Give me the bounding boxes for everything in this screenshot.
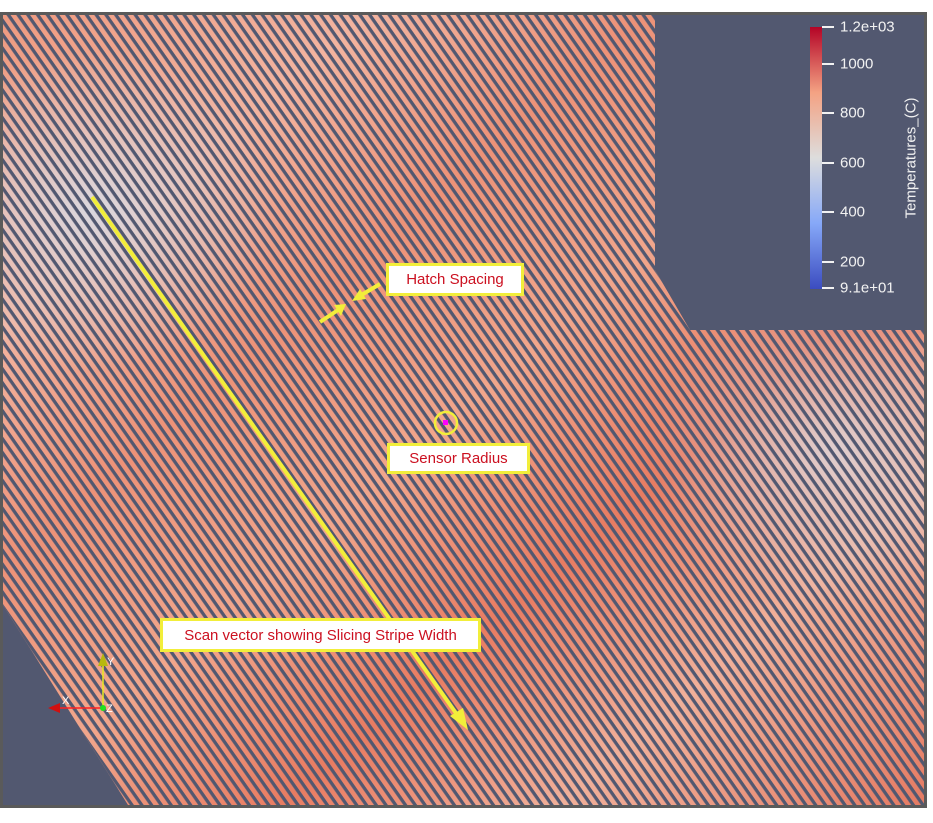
colorbar-tick [822,112,834,114]
colorbar-label: 1000 [840,55,874,73]
colorbar-label: 600 [840,154,866,172]
colorbar-tick [822,261,834,263]
colorbar-label-min: 9.1e+01 [840,279,895,297]
orientation-axes: X Y Z [48,653,115,715]
scan-vector-callout: Scan vector showing Slicing Stripe Width [160,618,481,652]
axis-z-label: Z [106,703,113,715]
colorbar-title: Temperatures_(C) [902,97,920,219]
sensor-radius-callout: Sensor Radius [387,443,530,474]
colorbar-tick [822,211,834,213]
colorbar-label: 200 [840,253,866,271]
colorbar-label: 400 [840,203,866,221]
hatch-arrowhead-2 [334,304,346,316]
colorbar-tick [822,26,834,28]
hatch-arrowhead-1 [352,289,366,301]
scan-vector-arrowhead [450,708,468,730]
sensor-point [443,420,448,425]
sensor-radius-circle [433,410,459,436]
axis-y-label: Y [107,656,115,668]
hatch-arrow-2 [318,308,340,324]
colorbar-tick [822,63,834,65]
colorbar [810,27,822,289]
colorbar-tick [822,287,834,289]
axis-x-label: X [62,695,70,707]
colorbar-label-max: 1.2e+03 [840,18,895,36]
colorbar-tick [822,162,834,164]
render-viewport[interactable]: X Y Z [0,12,927,808]
colorbar-label: 800 [840,104,866,122]
hatch-spacing-callout: Hatch Spacing [386,263,524,296]
